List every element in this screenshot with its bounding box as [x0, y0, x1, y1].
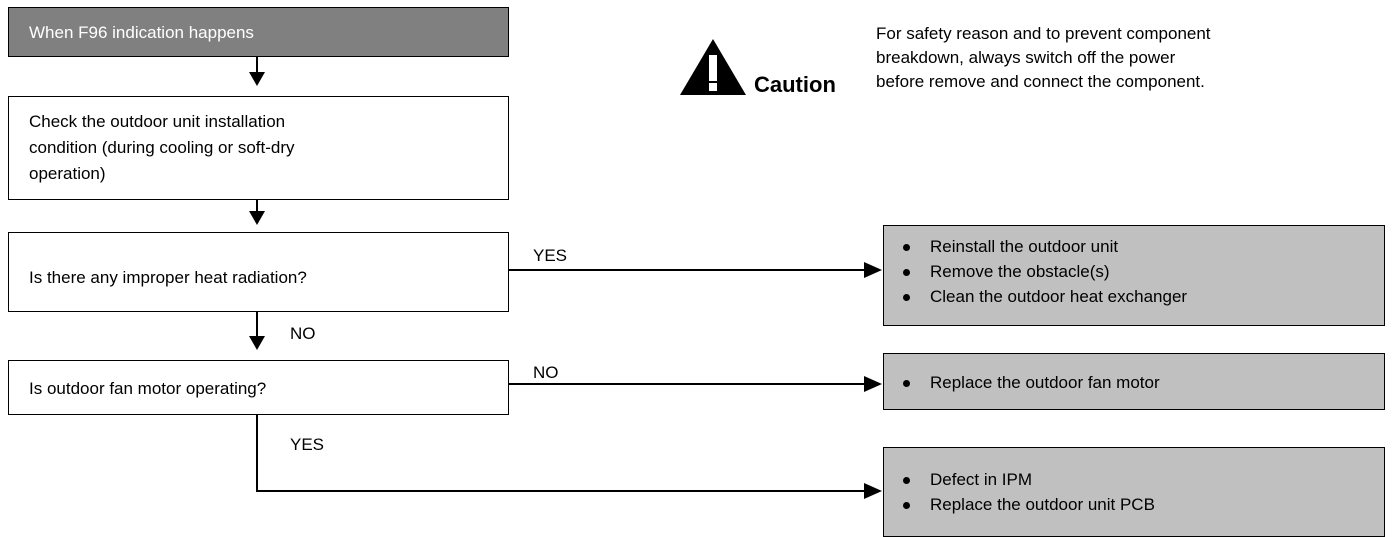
fan-motor-action-list: Replace the outdoor fan motor	[884, 370, 1160, 395]
q2-no-label: NO	[533, 363, 559, 382]
check-installation-box: Check the outdoor unit installation cond…	[8, 96, 509, 200]
connector-start-step1	[256, 57, 258, 74]
start-label: When F96 indication happens	[29, 23, 254, 42]
connector-q1-yes	[509, 269, 866, 271]
arrow-q2-yes	[864, 483, 882, 499]
q2-yes-label: YES	[290, 435, 325, 454]
action-replace-pcb: Replace the outdoor unit PCB	[884, 492, 1155, 517]
heat-radiation-actions-box: Reinstall the outdoor unit Remove the ob…	[883, 225, 1385, 326]
connector-q2-yes-down	[256, 415, 258, 492]
connector-q1-no	[256, 312, 258, 338]
action-defect-ipm: Defect in IPM	[884, 467, 1155, 492]
check-installation-line-2: condition (during cooling or soft-dry	[29, 138, 295, 157]
arrow-step1-q1	[249, 211, 265, 225]
heat-radiation-actions-list: Reinstall the outdoor unit Remove the ob…	[884, 234, 1187, 309]
warning-triangle-icon	[680, 39, 746, 95]
check-installation-line-1: Check the outdoor unit installation	[29, 112, 286, 131]
action-remove-obstacles: Remove the obstacle(s)	[884, 259, 1187, 284]
connector-step1-q1	[256, 200, 258, 214]
caution-note-line-2: breakdown, always switch off the power	[876, 48, 1176, 67]
arrow-start-step1	[249, 72, 265, 86]
connector-q2-no	[509, 383, 866, 385]
pcb-actions-box: Defect in IPM Replace the outdoor unit P…	[883, 447, 1385, 537]
pcb-actions-list: Defect in IPM Replace the outdoor unit P…	[884, 467, 1155, 517]
heat-radiation-question: Is there any improper heat radiation?	[29, 268, 307, 287]
arrow-q2-no	[864, 376, 882, 392]
caution-note-line-1: For safety reason and to prevent compone…	[876, 24, 1211, 43]
action-reinstall-unit: Reinstall the outdoor unit	[884, 234, 1187, 259]
start-box: When F96 indication happens	[8, 7, 509, 57]
q1-yes-label: YES	[533, 246, 568, 265]
q1-no-label: NO	[290, 324, 316, 343]
fan-motor-question: Is outdoor fan motor operating?	[29, 379, 267, 398]
fan-motor-action-box: Replace the outdoor fan motor	[883, 353, 1385, 410]
heat-radiation-question-box: Is there any improper heat radiation?	[8, 232, 509, 312]
arrow-q1-yes	[864, 262, 882, 278]
arrow-q1-no	[249, 336, 265, 350]
fan-motor-question-box: Is outdoor fan motor operating?	[8, 360, 509, 415]
connector-q2-yes-right	[256, 490, 866, 492]
caution-note-line-3: before remove and connect the component.	[876, 72, 1205, 91]
caution-title: Caution	[754, 72, 836, 97]
action-replace-fan-motor: Replace the outdoor fan motor	[884, 370, 1160, 395]
action-clean-heat-exchanger: Clean the outdoor heat exchanger	[884, 284, 1187, 309]
check-installation-line-3: operation)	[29, 164, 106, 183]
